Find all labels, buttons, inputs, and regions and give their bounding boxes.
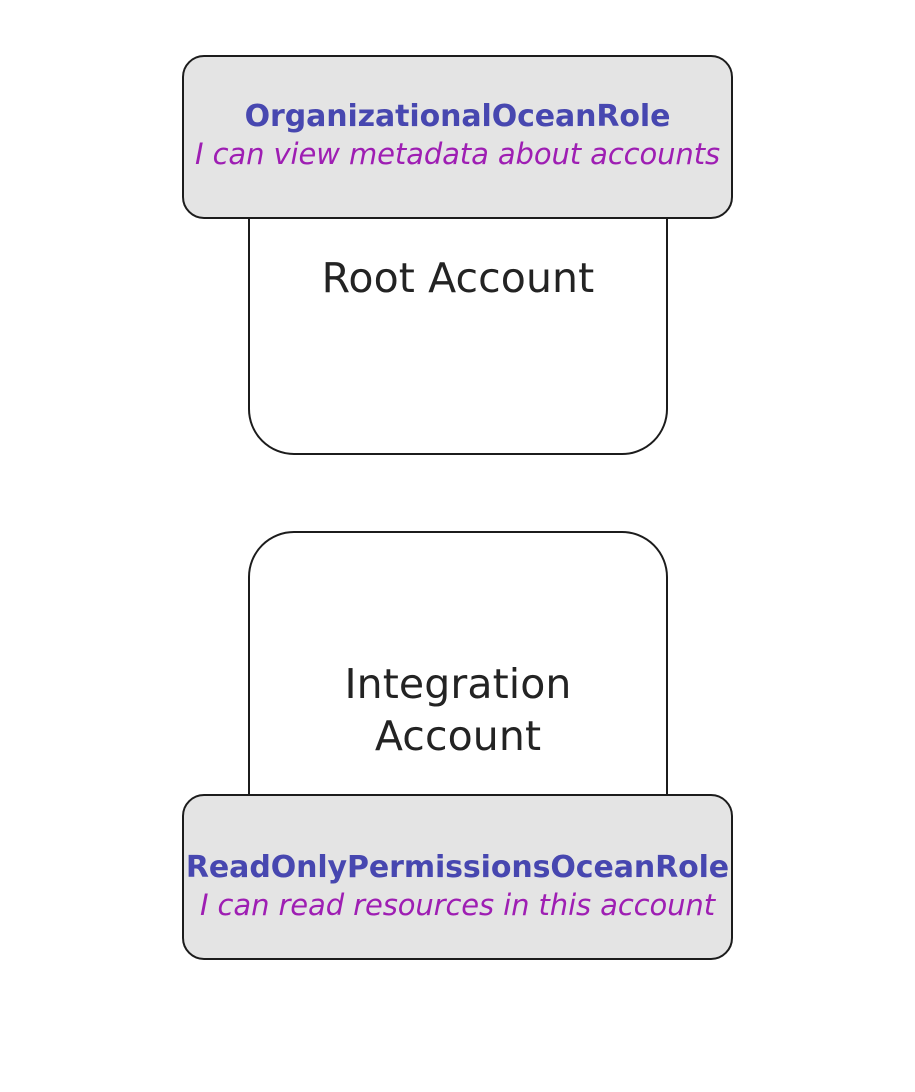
account-box-root[interactable]: Root Account (248, 200, 668, 455)
role-description-organizational-ocean-role: I can view metadata about accounts (195, 137, 720, 172)
role-badge-read-only-permissions-ocean-role[interactable]: ReadOnlyPermissionsOceanRole I can read … (182, 794, 733, 960)
account-box-integration[interactable]: Integration Account (248, 531, 668, 797)
role-badge-organizational-ocean-role[interactable]: OrganizationalOceanRole I can view metad… (182, 55, 733, 219)
account-label-root: Root Account (321, 254, 595, 302)
role-name-organizational-ocean-role: OrganizationalOceanRole (244, 98, 671, 134)
account-label-integration: Integration Account (344, 660, 572, 761)
role-description-read-only-permissions-ocean-role: I can read resources in this account (199, 888, 715, 923)
role-name-read-only-permissions-ocean-role: ReadOnlyPermissionsOceanRole (185, 849, 730, 885)
